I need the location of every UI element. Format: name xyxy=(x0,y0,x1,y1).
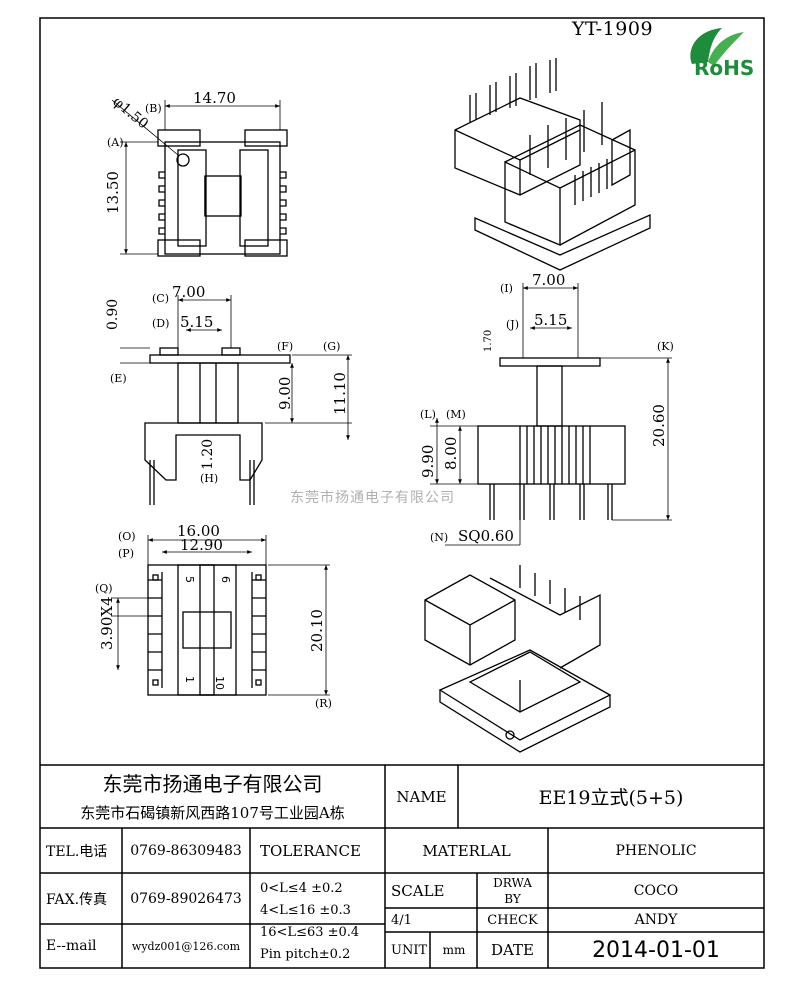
label-q: (Q) xyxy=(95,582,113,595)
label-f: (F) xyxy=(277,340,293,353)
rohs-badge: RoHS xyxy=(680,22,764,80)
tolerance-row-3: 16<L≤63 ±0.4 xyxy=(260,924,360,940)
dim-bottom-pitch: 3.90X4 xyxy=(98,596,116,650)
dim-front-h2: 11.10 xyxy=(331,372,349,415)
label-r: (R) xyxy=(315,697,332,710)
label-c: (C) xyxy=(152,292,169,305)
sheet-border xyxy=(39,17,765,969)
dim-bottom-w2: 12.90 xyxy=(180,536,223,554)
dim-side-w1: 7.00 xyxy=(532,271,565,289)
label-n: (N) xyxy=(430,531,448,544)
label-h: (H) xyxy=(200,472,218,485)
leaf-icon xyxy=(690,28,744,66)
fax-label: FAX.传真 xyxy=(46,891,108,908)
date-label: DATE xyxy=(491,941,534,959)
tolerance-row-1: 0<L≤4 ±0.2 xyxy=(260,880,343,896)
pin-number-5: 5 xyxy=(183,576,196,583)
rohs-text: RoHS xyxy=(694,56,755,80)
iso-view-1 xyxy=(454,58,651,271)
pin-number-6: 6 xyxy=(219,576,232,583)
material-label: MATERLAL xyxy=(422,841,511,860)
tolerance-label: TOLERANCE xyxy=(260,841,361,860)
label-d: (D) xyxy=(152,317,169,330)
dim-front-w2: 5.15 xyxy=(180,313,213,331)
dim-front-t: 0.90 xyxy=(105,299,121,330)
front-view xyxy=(120,295,352,505)
label-p: (P) xyxy=(118,547,134,560)
label-g: (G) xyxy=(323,340,340,353)
dim-side-sq: SQ0.60 xyxy=(458,527,514,545)
label-l: (L) xyxy=(420,408,436,421)
label-e: (E) xyxy=(110,372,127,385)
label-j: (J) xyxy=(506,318,519,331)
dim-top-width: 14.70 xyxy=(193,89,236,107)
dim-front-h1: 9.00 xyxy=(276,377,294,410)
dim-side-h2: 9.90 xyxy=(419,445,437,478)
pin-number-1: 1 xyxy=(183,676,196,683)
unit-label: UNIT xyxy=(391,942,428,958)
label-b: (B) xyxy=(145,102,162,115)
label-o: (O) xyxy=(118,530,136,543)
dim-side-h1: 20.60 xyxy=(650,404,668,447)
name-value: EE19立式(5+5) xyxy=(538,787,684,809)
drawing-code: YT-1909 xyxy=(572,18,654,40)
scale-value: 4/1 xyxy=(391,912,412,928)
check-label: CHECK xyxy=(487,912,538,928)
name-label: NAME xyxy=(396,787,447,806)
material-value: PHENOLIC xyxy=(615,842,697,859)
fax-value: 0769-89026473 xyxy=(130,890,242,907)
bottom-view xyxy=(112,535,330,696)
date-value: 2014-01-01 xyxy=(592,937,720,963)
drawn-by-label-1: DRWA xyxy=(493,875,532,890)
dim-front-w1: 7.00 xyxy=(172,283,205,301)
iso-view-2 xyxy=(424,565,612,753)
email-value: wydz001@126.com xyxy=(131,939,241,953)
side-view xyxy=(430,283,672,546)
check-value: ANDY xyxy=(634,912,678,928)
tel-label: TEL.电话 xyxy=(46,843,108,860)
label-i: (I) xyxy=(500,282,513,295)
label-k: (K) xyxy=(657,340,674,353)
dim-bottom-h: 20.10 xyxy=(308,609,326,652)
tolerance-row-4: Pin pitch±0.2 xyxy=(260,946,351,962)
dim-top-height: 13.50 xyxy=(104,171,122,214)
top-view xyxy=(111,99,288,257)
dim-bottom-w1: 16.00 xyxy=(177,522,220,540)
dim-side-w2: 5.15 xyxy=(534,311,567,329)
drawn-by-label-2: BY xyxy=(504,891,521,906)
pin-number-10: 10 xyxy=(213,676,226,690)
tolerance-row-2: 4<L≤16 ±0.3 xyxy=(260,902,351,918)
unit-value: mm xyxy=(442,943,466,957)
dim-side-t: 1.70 xyxy=(483,330,494,352)
label-m: (M) xyxy=(446,408,466,421)
scale-label: SCALE xyxy=(391,881,445,900)
tel-value: 0769-86309483 xyxy=(130,842,242,859)
label-a: (A) xyxy=(107,136,124,149)
email-label: E--mail xyxy=(46,938,97,954)
dim-front-pin: 1.20 xyxy=(200,439,216,470)
dim-side-h3: 8.00 xyxy=(442,437,460,470)
company-name: 东莞市扬通电子有限公司 xyxy=(102,771,323,796)
drawn-by-value: COCO xyxy=(633,882,679,899)
watermark: 东莞市扬通电子有限公司 xyxy=(290,490,455,506)
company-address: 东莞市石碣镇新风西路107号工业园A栋 xyxy=(80,804,345,822)
